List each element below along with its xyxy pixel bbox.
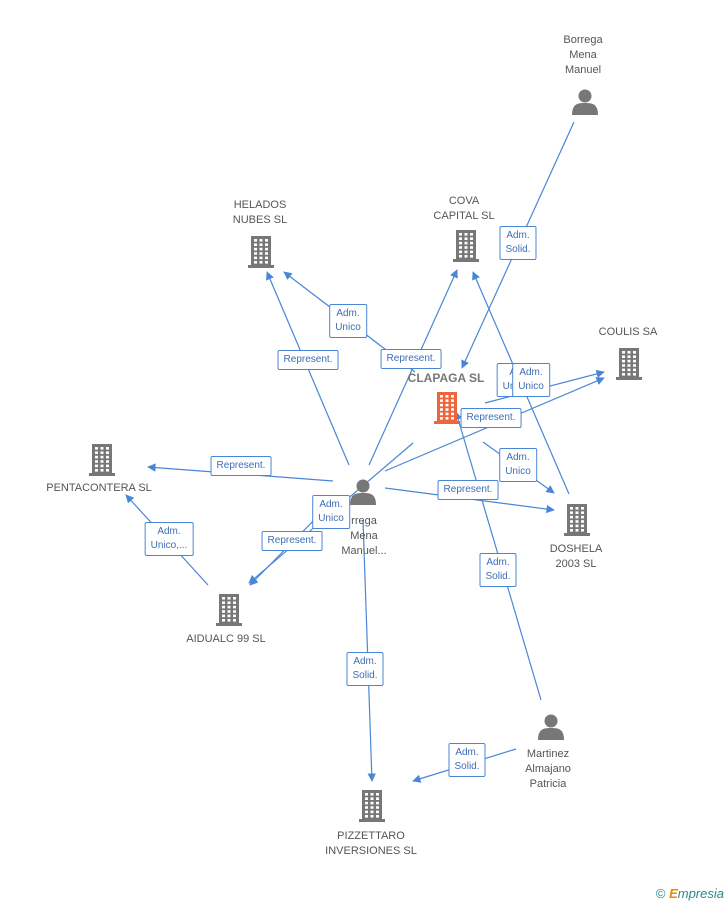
copyright-symbol: © — [655, 886, 666, 901]
building-icon-pentacontera[interactable] — [89, 444, 115, 476]
edge-label-clapaga-to-coulis[interactable]: Adm. Unico — [512, 363, 550, 397]
edge-label-borrega_center-to-coulis[interactable]: Represent. — [460, 408, 522, 428]
building-icon-helados[interactable] — [248, 236, 274, 268]
edge-label-aidualc-to-pentacontera[interactable]: Adm. Unico,... — [144, 522, 194, 556]
copyright-footer[interactable]: © Empresia — [656, 886, 724, 901]
edge-label-martinez-to-clapaga[interactable]: Adm. Solid. — [479, 553, 517, 587]
brand-rest: mpresia — [677, 886, 724, 901]
building-icon-clapaga[interactable] — [434, 392, 460, 424]
node-label-martinez[interactable]: Martinez Almajano Patricia — [525, 748, 571, 790]
node-label-aidualc[interactable]: AIDUALC 99 SL — [186, 633, 266, 645]
edge-borrega_center-to-pizzettaro — [362, 519, 376, 782]
edge-label-borrega_center-to-pentacontera[interactable]: Represent. — [210, 456, 272, 476]
edge-label-clapaga-to-aidualc[interactable]: Adm. Unico — [312, 495, 350, 529]
edge-label-borrega_center-to-pizzettaro[interactable]: Adm. Solid. — [346, 652, 384, 686]
building-icon-cova[interactable] — [453, 230, 479, 262]
edge-label-borrega_center-to-aidualc[interactable]: Represent. — [261, 531, 323, 551]
edge-label-borrega_center-to-helados[interactable]: Represent. — [277, 350, 339, 370]
nodes-layer — [89, 89, 642, 822]
node-label-pizzettaro[interactable]: PIZZETTARO INVERSIONES SL — [325, 830, 417, 857]
node-label-borrega_center[interactable]: rrega Mena Manuel... — [341, 515, 387, 557]
edge-label-clapaga-to-doshela[interactable]: Adm. Unico — [499, 448, 537, 482]
edge-label-martinez-to-pizzettaro[interactable]: Adm. Solid. — [448, 743, 486, 777]
edge-label-borrega_top-to-clapaga[interactable]: Adm. Solid. — [499, 226, 537, 260]
node-label-coulis[interactable]: COULIS SA — [598, 326, 658, 338]
edge-label-clapaga-to-helados[interactable]: Adm. Unico — [329, 304, 367, 338]
person-icon-borrega_center[interactable] — [350, 479, 376, 506]
building-icon-aidualc[interactable] — [216, 594, 242, 626]
edge-label-borrega_center-to-doshela[interactable]: Represent. — [437, 480, 499, 500]
person-icon-martinez[interactable] — [538, 714, 564, 741]
node-label-pentacontera[interactable]: PENTACONTERA SL — [46, 482, 152, 494]
building-icon-coulis[interactable] — [616, 348, 642, 380]
node-label-helados[interactable]: HELADOS NUBES SL — [232, 199, 288, 226]
person-icon-borrega_top[interactable] — [572, 89, 598, 116]
node-label-clapaga[interactable]: CLAPAGA SL — [407, 371, 485, 385]
building-icon-pizzettaro[interactable] — [359, 790, 385, 822]
brand-initial: E — [669, 886, 678, 901]
building-icon-doshela[interactable] — [564, 504, 590, 536]
node-label-cova[interactable]: COVA CAPITAL SL — [433, 195, 495, 222]
edge-label-borrega_center-to-cova[interactable]: Represent. — [380, 349, 442, 369]
node-label-borrega_top[interactable]: Borrega Mena Manuel — [563, 34, 603, 76]
node-label-doshela[interactable]: DOSHELA 2003 SL — [549, 543, 603, 570]
